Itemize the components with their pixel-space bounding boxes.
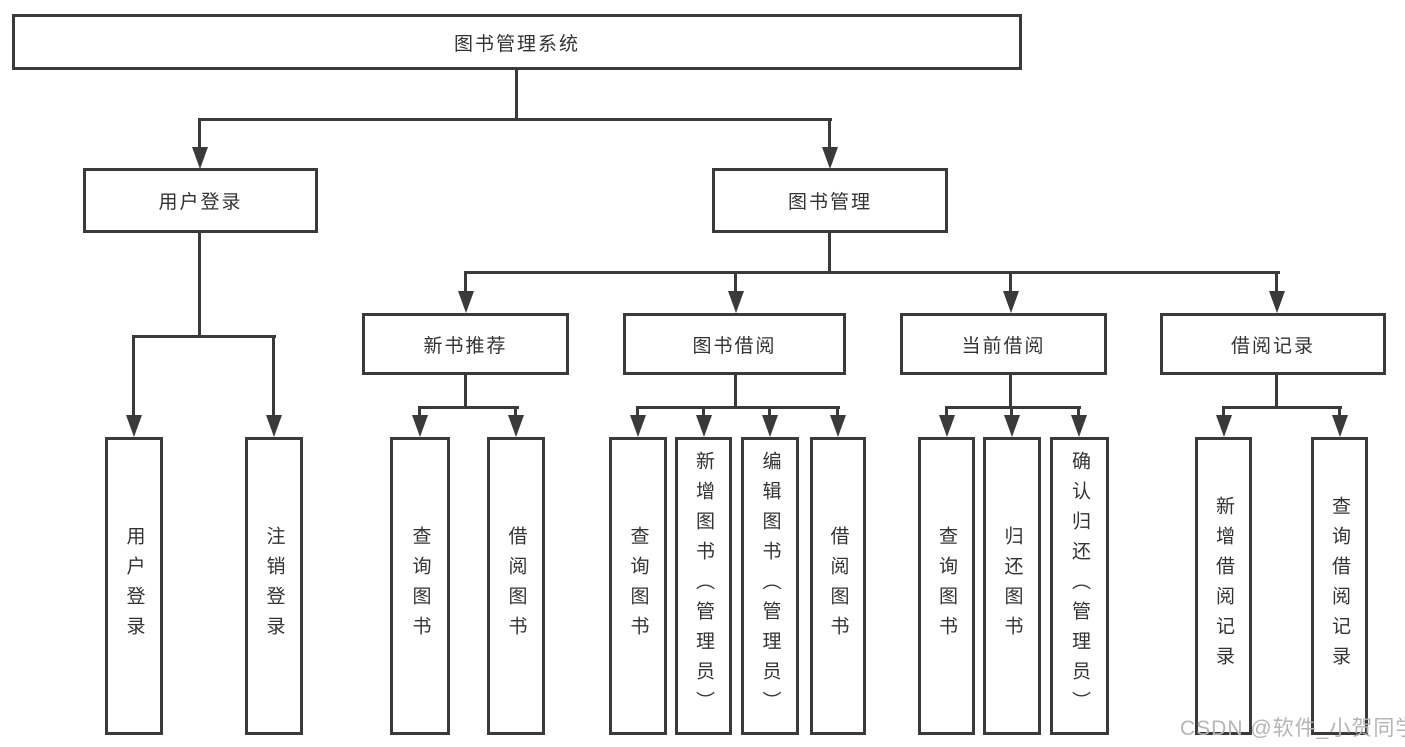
connector-line [514, 406, 517, 415]
leaf-query-borrow-record: 查询借阅记录 [1311, 437, 1368, 735]
connector-line [1338, 406, 1341, 415]
node-label: 确认归还（管理员） [1069, 451, 1090, 721]
connector-line [198, 118, 832, 121]
connector-line [702, 406, 705, 415]
arrow-down-icon [126, 415, 142, 437]
node-user-login: 用户登录 [83, 168, 318, 233]
arrow-down-icon [1269, 291, 1285, 313]
leaf-logout: 注销登录 [245, 437, 303, 735]
connector-line [1222, 406, 1342, 409]
connector-line [1222, 406, 1225, 415]
connector-line [464, 271, 467, 291]
leaf-edit-books-admin: 编辑图书（管理员） [741, 437, 799, 735]
connector-line [1009, 271, 1012, 291]
node-label: 查询图书 [409, 526, 431, 646]
connector-line [636, 406, 840, 409]
connector-line [1010, 406, 1013, 415]
leaf-user-login: 用户登录 [105, 437, 163, 735]
connector-line [828, 233, 831, 274]
csdn-watermark: CSDN @软件_小贺同学 [1180, 717, 1405, 740]
node-label: 用户登录 [158, 192, 243, 213]
arrow-down-icon [728, 291, 744, 313]
node-label: 用户登录 [123, 526, 145, 646]
connector-line [515, 70, 518, 120]
connector-line [464, 375, 467, 408]
arrow-down-icon [266, 415, 282, 437]
connector-line [1275, 271, 1278, 291]
leaf-add-books-admin: 新增图书（管理员） [675, 437, 732, 735]
node-current-borrowing: 当前借阅 [900, 313, 1107, 375]
node-label: 新书推荐 [423, 335, 508, 357]
node-label: 图书管理 [787, 192, 872, 213]
leaf-add-borrow-record: 新增借阅记录 [1195, 437, 1252, 735]
connector-line [418, 406, 421, 415]
connector-line [272, 335, 275, 415]
leaf-query-books-current: 查询图书 [918, 437, 975, 735]
node-label: 图书管理系统 [453, 33, 580, 55]
node-label: 查询借阅记录 [1329, 496, 1350, 676]
connector-line [198, 118, 201, 147]
leaf-borrow-books: 借阅图书 [810, 437, 866, 735]
leaf-query-books-borrowing: 查询图书 [609, 437, 667, 735]
leaf-query-books-recommend: 查询图书 [390, 437, 450, 735]
arrow-down-icon [192, 147, 208, 169]
arrow-down-icon [762, 415, 778, 437]
leaf-borrow-books-recommend: 借阅图书 [487, 437, 545, 735]
node-label: 注销登录 [263, 526, 285, 646]
arrow-down-icon [1216, 415, 1232, 437]
connector-line [734, 375, 737, 408]
connector-line [418, 406, 519, 409]
arrow-down-icon [696, 415, 712, 437]
node-new-book-recommendation: 新书推荐 [362, 313, 569, 375]
arrow-down-icon [508, 415, 524, 437]
connector-line [828, 118, 831, 147]
leaf-confirm-return-admin: 确认归还（管理员） [1050, 437, 1109, 735]
arrow-down-icon [630, 415, 646, 437]
node-label: 新增借阅记录 [1213, 496, 1234, 676]
node-label: 查询图书 [936, 526, 957, 646]
arrow-down-icon [1003, 291, 1019, 313]
arrow-down-icon [1071, 415, 1087, 437]
node-label: 查询图书 [627, 526, 649, 646]
node-label: 借阅记录 [1230, 335, 1315, 357]
arrow-down-icon [822, 147, 838, 169]
connector-line [734, 271, 737, 291]
connector-line [636, 406, 639, 415]
connector-line [1275, 375, 1278, 408]
connector-line [132, 335, 276, 338]
connector-line [768, 406, 771, 415]
arrow-down-icon [1332, 415, 1348, 437]
connector-line [198, 233, 201, 337]
connector-line [464, 271, 1280, 274]
node-book-borrowing: 图书借阅 [623, 313, 846, 375]
connector-line [132, 335, 135, 415]
node-label: 图书借阅 [692, 335, 777, 357]
node-book-management: 图书管理 [712, 168, 948, 233]
node-label: 借阅图书 [827, 526, 849, 646]
leaf-return-books: 归还图书 [983, 437, 1041, 735]
node-label: 归还图书 [1001, 526, 1023, 646]
arrow-down-icon [412, 415, 428, 437]
connector-line [945, 406, 948, 415]
arrow-down-icon [1004, 415, 1020, 437]
connector-line [1077, 406, 1080, 415]
arrow-down-icon [458, 291, 474, 313]
node-label: 编辑图书（管理员） [759, 451, 781, 721]
node-label: 当前借阅 [961, 335, 1046, 357]
arrow-down-icon [830, 415, 846, 437]
node-label: 新增图书（管理员） [693, 451, 714, 721]
connector-line [836, 406, 839, 415]
node-borrowing-records: 借阅记录 [1160, 313, 1386, 375]
node-root: 图书管理系统 [12, 14, 1022, 70]
connector-line [945, 406, 1081, 409]
node-label: 借阅图书 [505, 526, 527, 646]
connector-line [1009, 375, 1012, 408]
arrow-down-icon [939, 415, 955, 437]
